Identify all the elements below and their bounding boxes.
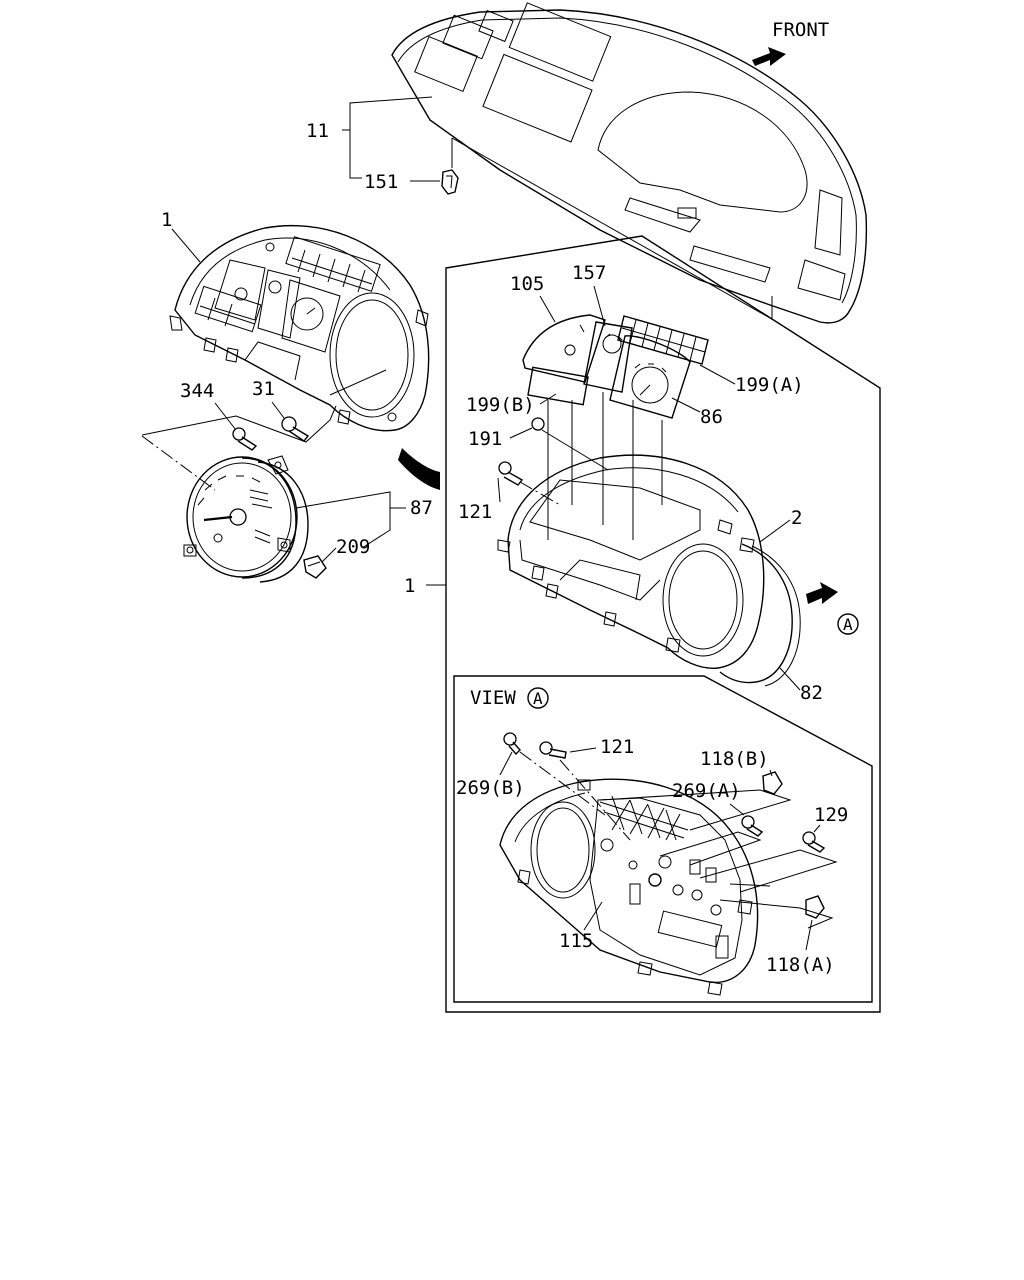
centerline-269b <box>519 751 606 816</box>
leader-1-top <box>171 228 201 263</box>
leader-105 <box>539 295 556 323</box>
part-label-118b: 118(B) <box>700 748 769 770</box>
leader-344 <box>214 402 237 431</box>
leader-269b <box>499 751 513 776</box>
front-arrow: FRONT <box>752 19 829 66</box>
leader-dash-1 <box>451 137 771 319</box>
part-label-86: 86 <box>700 406 723 428</box>
leader-87 <box>295 491 391 549</box>
part-label-199a: 199(A) <box>735 374 804 396</box>
bulb-118a <box>805 895 825 919</box>
faceplate-105 <box>522 314 606 406</box>
view-a-title: VIEW A <box>470 687 549 709</box>
centerline-121-main <box>519 481 561 506</box>
speedometer-module <box>183 455 309 583</box>
view-a-circle-label: A <box>533 689 543 708</box>
leader-118a <box>805 919 813 951</box>
part-label-82: 82 <box>800 682 823 704</box>
leader-269a-bracket <box>659 831 762 866</box>
meter-cluster-assembly <box>169 224 430 432</box>
front-label: FRONT <box>772 19 829 41</box>
part-label-105: 105 <box>510 273 544 295</box>
leader-82 <box>779 667 801 691</box>
screw-121-view <box>539 741 567 759</box>
screw-344 <box>232 427 258 451</box>
callout-151: 151 <box>364 171 440 193</box>
screw-129 <box>802 831 826 853</box>
part-label-269a: 269(A) <box>672 780 741 802</box>
view-label: VIEW <box>470 687 516 709</box>
part-label-209: 209 <box>336 536 370 558</box>
indicator-strip-199a <box>617 315 709 365</box>
part-label-157: 157 <box>572 262 606 284</box>
leader-2 <box>759 519 791 543</box>
leader-118b-bracket <box>599 789 792 831</box>
clip-151 <box>441 169 459 195</box>
meter-case-2 <box>497 454 765 669</box>
part-label-344: 344 <box>180 380 214 402</box>
part-label-1-side: 1 <box>404 575 415 597</box>
part-label-115: 115 <box>559 930 593 952</box>
part-label-191: 191 <box>468 428 502 450</box>
leader-115 <box>583 901 603 931</box>
leader-129-bracket <box>699 849 838 893</box>
view-a-arrow: A <box>806 582 859 635</box>
leader-344-31-bracket <box>141 405 337 443</box>
dashboard-panel <box>391 2 868 324</box>
transition-arrow <box>398 448 440 490</box>
bulb-191 <box>531 417 545 431</box>
part-label-199b: 199(B) <box>466 394 535 416</box>
leader-157 <box>593 285 606 327</box>
part-label-129: 129 <box>814 804 848 826</box>
part-label-31: 31 <box>252 378 275 400</box>
screw-269b <box>503 732 521 756</box>
exploded-view-frame <box>445 235 881 1013</box>
callout-11: 11 <box>306 96 433 179</box>
part-label-11: 11 <box>306 120 329 142</box>
centerline-121-view <box>559 759 631 841</box>
part-label-121-view: 121 <box>600 736 634 758</box>
part-label-1-top: 1 <box>161 209 172 231</box>
lens-82 <box>719 543 801 687</box>
screw-31 <box>281 416 310 442</box>
screw-269a <box>741 815 764 837</box>
screw-121-main <box>498 461 524 486</box>
gauge-157 <box>583 321 633 393</box>
part-label-151: 151 <box>364 171 398 193</box>
leader-209 <box>321 547 337 563</box>
bulb-209 <box>303 555 327 579</box>
cluster-rear-pcb <box>499 778 771 996</box>
leader-199a <box>699 364 736 385</box>
view-a-frame <box>453 675 873 1003</box>
leader-269a <box>729 803 745 816</box>
centerline-speedo <box>141 435 216 491</box>
leader-118a-bracket <box>719 899 834 929</box>
part-label-121-main: 121 <box>458 501 492 523</box>
part-label-2: 2 <box>791 507 802 529</box>
leader-191 <box>509 427 533 439</box>
arrow-a-label: A <box>843 615 853 634</box>
leader-129 <box>813 824 821 833</box>
leader-121-main <box>497 477 501 503</box>
gauge-86 <box>609 335 691 419</box>
part-label-118a: 118(A) <box>766 954 835 976</box>
leader-121-view <box>569 747 597 753</box>
leader-118b <box>769 769 773 777</box>
bulb-118b <box>762 771 783 795</box>
leader-86 <box>671 397 701 413</box>
leader-199b <box>539 393 557 405</box>
assembly-lines <box>541 392 663 540</box>
part-label-269b: 269(B) <box>456 777 525 799</box>
part-label-87: 87 <box>410 497 433 519</box>
